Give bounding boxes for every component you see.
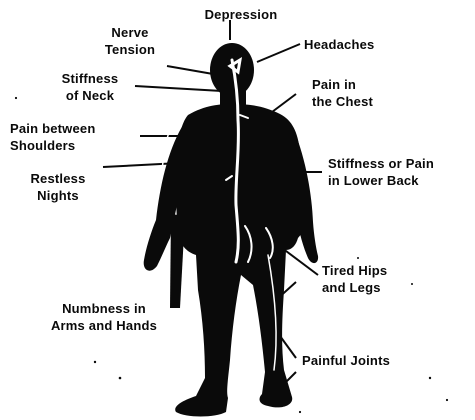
label-restless-nights: Restless Nights (18, 170, 98, 204)
label-headaches: Headaches (304, 36, 374, 53)
label-depression: Depression (186, 6, 296, 23)
right-arm-shape (294, 130, 318, 263)
leader-nerve-tension (167, 66, 213, 74)
label-tired-hips: Tired Hips and Legs (322, 262, 387, 296)
leader-headaches (257, 44, 300, 62)
label-nerve-tension: Nerve Tension (90, 24, 170, 58)
leader-pain-chest (272, 94, 296, 112)
label-pain-shoulders: Pain between Shoulders (10, 120, 95, 154)
label-stiffness-neck: Stiffness of Neck (44, 70, 136, 104)
label-stiffness-back: Stiffness or Pain in Lower Back (328, 155, 434, 189)
arm-bar-shape (170, 214, 185, 308)
silhouette (144, 43, 318, 417)
label-painful-joints: Painful Joints (302, 352, 390, 369)
label-numbness: Numbness in Arms and Hands (26, 300, 182, 334)
leader-stiffness-neck (135, 86, 222, 91)
label-pain-chest: Pain in the Chest (312, 76, 373, 110)
